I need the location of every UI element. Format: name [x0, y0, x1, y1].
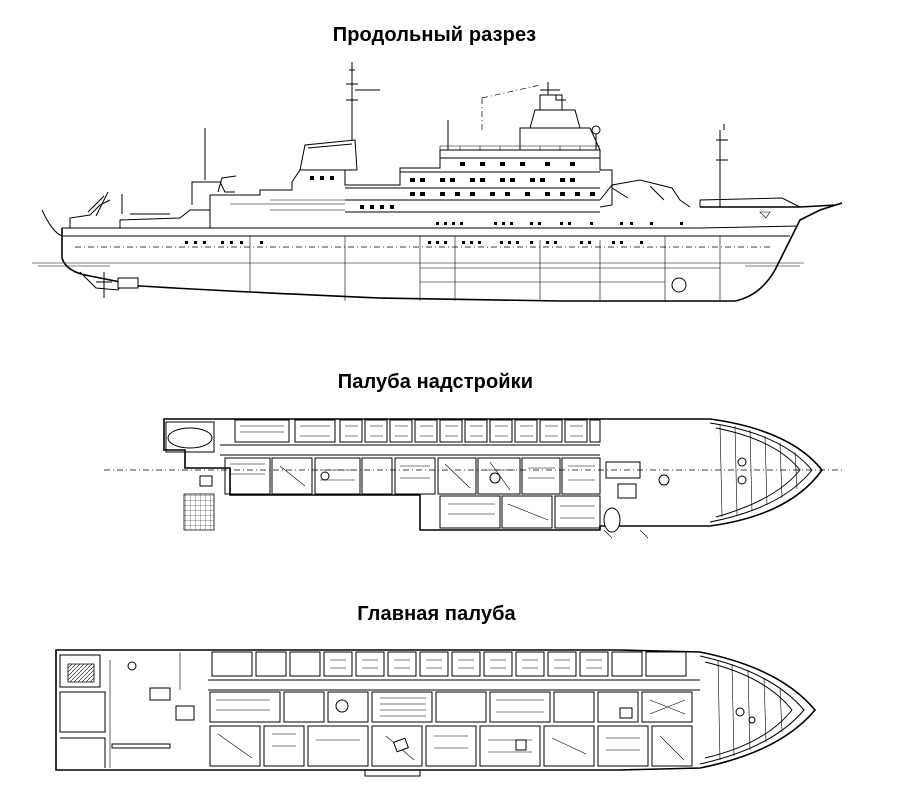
- portholes: [185, 222, 683, 244]
- main-deck-title: Главная палуба: [357, 603, 516, 625]
- waterline: [32, 263, 804, 266]
- superstructure-deck-title: Палуба надстройки: [337, 371, 534, 393]
- hull-profile: [42, 203, 842, 301]
- superstructure-profile: [70, 62, 800, 228]
- superstructure-deck-plan: [104, 419, 844, 538]
- profile-view-title: Продольный разрез: [332, 24, 537, 46]
- profile-view-drawing: [0, 55, 897, 315]
- main-deck-plan: [56, 650, 815, 776]
